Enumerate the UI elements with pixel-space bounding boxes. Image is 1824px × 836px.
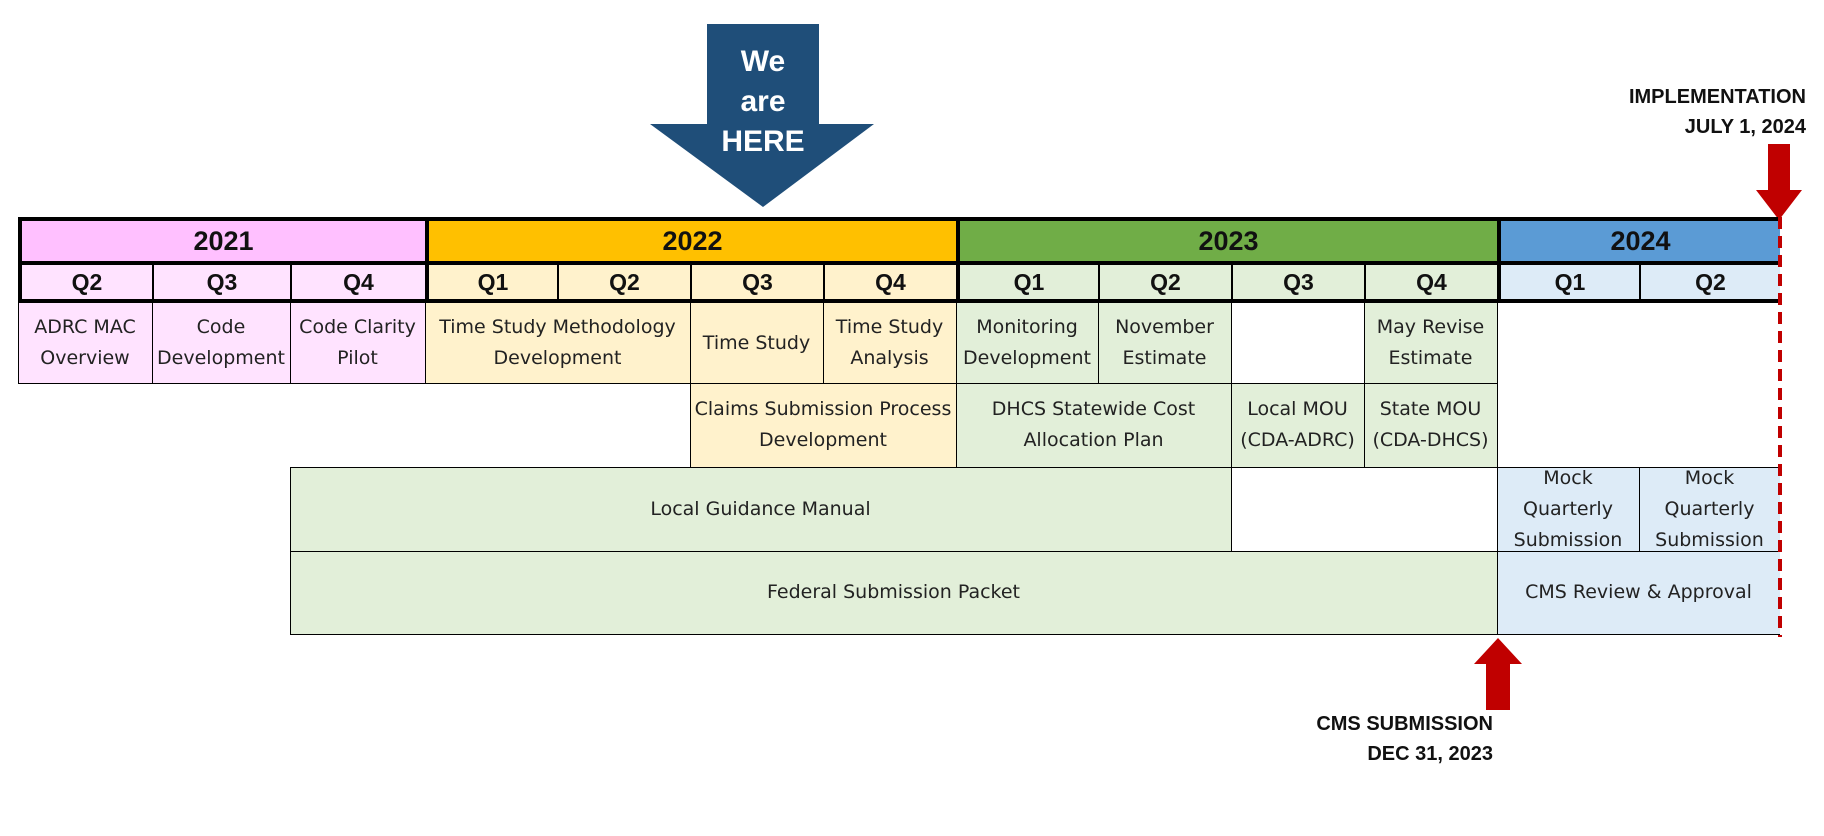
grid-line bbox=[1364, 303, 1365, 467]
grid-line bbox=[290, 634, 1780, 635]
task-monitoring-development: Monitoring Development bbox=[956, 303, 1098, 383]
grid-line bbox=[152, 303, 153, 383]
task-time-study-methodology: Time Study Methodology Development bbox=[425, 303, 690, 383]
year-2023-header: 2023 bbox=[956, 217, 1497, 265]
quarter-2022-q1: Q1 bbox=[425, 265, 557, 303]
task-code-clarity-pilot: Code Clarity Pilot bbox=[290, 303, 425, 383]
grid-line bbox=[1098, 303, 1099, 383]
task-may-revise-estimate: May Revise Estimate bbox=[1364, 303, 1497, 383]
grid-line bbox=[956, 303, 957, 467]
grid-line bbox=[290, 467, 1780, 468]
year-2024-header: 2024 bbox=[1497, 217, 1780, 265]
year-2021-header: 2021 bbox=[18, 217, 425, 265]
task-claims-submission-process: Claims Submission Process Development bbox=[690, 383, 956, 467]
grid-line bbox=[18, 303, 19, 383]
task-dhcs-cost-allocation-plan: DHCS Statewide Cost Allocation Plan bbox=[956, 383, 1231, 467]
quarter-2021-q4: Q4 bbox=[290, 265, 425, 303]
quarter-2023-q3: Q3 bbox=[1231, 265, 1364, 303]
task-mock-quarterly-submission-q1: Mock Quarterly Submission bbox=[1497, 467, 1639, 551]
implementation-dashed-line bbox=[1778, 217, 1782, 637]
quarter-2022-q4: Q4 bbox=[823, 265, 956, 303]
grid-line bbox=[1231, 303, 1232, 551]
grid-line bbox=[690, 303, 691, 467]
task-code-development: Code Development bbox=[152, 303, 290, 383]
cms-submission-label: CMS SUBMISSION DEC 31, 2023 bbox=[1316, 713, 1493, 765]
implementation-down-arrow-icon bbox=[1756, 144, 1802, 220]
grid-line bbox=[1497, 303, 1498, 634]
quarter-2022-q2: Q2 bbox=[557, 265, 690, 303]
quarter-2023-q2: Q2 bbox=[1098, 265, 1231, 303]
task-mock-quarterly-submission-q2: Mock Quarterly Submission bbox=[1639, 467, 1780, 551]
task-local-mou: Local MOU (CDA-ADRC) bbox=[1231, 383, 1364, 467]
cms-submission-up-arrow-icon bbox=[1474, 638, 1522, 710]
year-2022-header: 2022 bbox=[425, 217, 956, 265]
we-are-here-arrow-icon bbox=[650, 24, 874, 207]
quarter-2021-q3: Q3 bbox=[152, 265, 290, 303]
task-federal-submission-packet: Federal Submission Packet bbox=[290, 551, 1497, 634]
task-state-mou: State MOU (CDA-DHCS) bbox=[1364, 383, 1497, 467]
quarter-2022-q3: Q3 bbox=[690, 265, 823, 303]
we-are-here-label: We are HERE bbox=[721, 45, 805, 158]
quarter-2024-q2: Q2 bbox=[1639, 265, 1780, 303]
grid-line bbox=[290, 551, 1780, 552]
task-november-estimate: November Estimate bbox=[1098, 303, 1231, 383]
task-local-guidance-manual: Local Guidance Manual bbox=[290, 467, 1231, 551]
grid-line bbox=[290, 303, 291, 383]
grid-line bbox=[1639, 467, 1640, 551]
task-cms-review-approval: CMS Review & Approval bbox=[1497, 551, 1780, 634]
implementation-label: IMPLEMENTATION JULY 1, 2024 bbox=[1628, 86, 1806, 138]
task-time-study-analysis: Time Study Analysis bbox=[823, 303, 956, 383]
quarter-2021-q2: Q2 bbox=[18, 265, 152, 303]
quarter-2023-q1: Q1 bbox=[956, 265, 1098, 303]
task-adrc-mac-overview: ADRC MAC Overview bbox=[18, 303, 152, 383]
quarter-2023-q4: Q4 bbox=[1364, 265, 1497, 303]
grid-line bbox=[18, 383, 1497, 384]
task-time-study: Time Study bbox=[690, 303, 823, 383]
grid-line bbox=[425, 303, 426, 383]
grid-line bbox=[823, 303, 824, 383]
grid-line bbox=[290, 467, 291, 634]
quarter-2024-q1: Q1 bbox=[1497, 265, 1639, 303]
